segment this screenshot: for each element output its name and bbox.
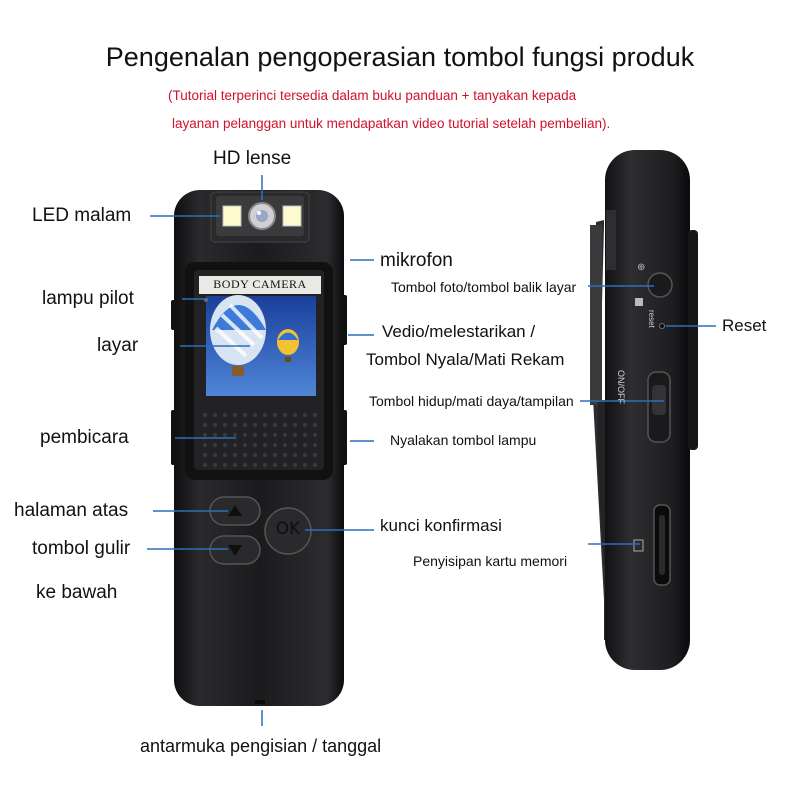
side-on-off-text: ON/OFF	[616, 370, 626, 404]
label-tombol-hidup: Tombol hidup/mati daya/tampilan	[369, 393, 574, 409]
label-led-malam: LED malam	[32, 205, 132, 226]
label-kunci-konfirmasi: kunci konfirmasi	[380, 516, 502, 535]
label-tombol-gulir-2: ke bawah	[36, 582, 118, 603]
label-halaman-atas: halaman atas	[14, 500, 129, 521]
note-line-1: (Tutorial terperinci tersedia dalam buku…	[168, 88, 577, 103]
label-hd-lense: HD lense	[213, 148, 292, 169]
front-device	[171, 190, 347, 706]
label-lampu-pilot: lampu pilot	[42, 288, 134, 309]
leader-lines	[147, 175, 716, 726]
side-device: ⊕	[590, 150, 698, 670]
speaker-grill	[197, 410, 321, 470]
label-nyalakan-lampu: Nyalakan tombol lampu	[390, 432, 537, 448]
label-vedio-1: Vedio/melestarikan /	[382, 322, 536, 341]
label-mikrofon: mikrofon	[380, 250, 453, 271]
label-vedio-2: Tombol Nyala/Mati Rekam	[366, 350, 565, 369]
ok-button-label: OK	[275, 519, 301, 539]
label-pembicara: pembicara	[40, 427, 129, 448]
label-layar: layar	[97, 335, 139, 356]
page-title: Pengenalan pengoperasian tombol fungsi p…	[105, 42, 695, 72]
label-tombol-gulir-1: tombol gulir	[32, 538, 131, 559]
ok-button	[264, 507, 312, 555]
led-left	[222, 205, 242, 227]
label-antarmuka: antarmuka pengisian / tanggal	[140, 736, 382, 756]
side-reset-text: reset	[647, 310, 656, 328]
photo-button	[647, 272, 673, 298]
label-kartu-memori: Penyisipan kartu memori	[413, 553, 568, 569]
led-right	[282, 205, 302, 227]
screen-label: BODY CAMERA	[213, 277, 307, 291]
label-tombol-foto: Tombol foto/tombol balik layar	[391, 279, 577, 295]
svg-text:⊕: ⊕	[637, 262, 645, 273]
label-reset: Reset	[722, 316, 767, 335]
note-line-2: layanan pelanggan untuk mendapatkan vide…	[172, 116, 611, 131]
reset-hole	[659, 323, 665, 329]
